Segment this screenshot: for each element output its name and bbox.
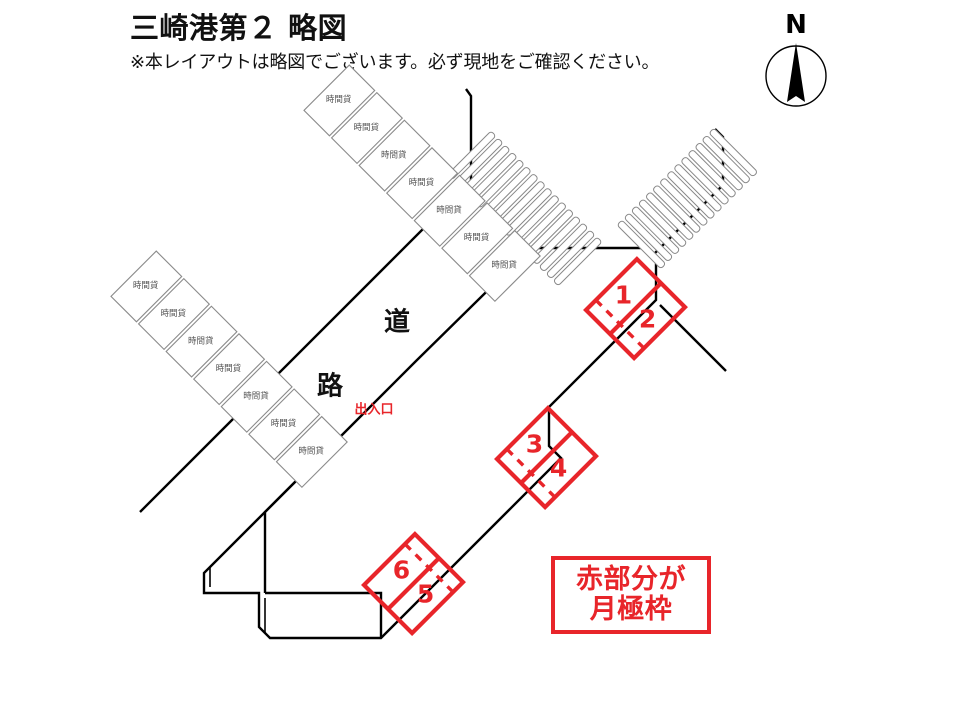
- stall: 時間貸: [248, 388, 321, 461]
- monthly-space-group-a[interactable]: 1 2: [583, 256, 688, 362]
- stall-label: 時間貸: [298, 446, 324, 457]
- stall-label: 時間貸: [381, 149, 407, 160]
- stall: 時間貸: [413, 174, 486, 247]
- road-boundary: [139, 88, 473, 513]
- stall-label: 時間貸: [353, 122, 379, 133]
- stall-label: 時間貸: [409, 177, 435, 188]
- stall: 時間貸: [330, 91, 404, 165]
- road-label-char-2: 路: [317, 371, 344, 402]
- stall-label: 時間貸: [491, 260, 517, 271]
- page-title: 三崎港第２ 略図: [130, 11, 348, 45]
- stall-label: 時間貸: [436, 205, 462, 216]
- stall: 時間貸: [110, 250, 183, 323]
- monthly-space-number: 6: [393, 556, 410, 585]
- stall-label: 時間貸: [160, 308, 186, 319]
- stall: 時間貸: [441, 202, 514, 275]
- page-note: ※本レイアウトは略図でございます。必ず現地をご確認ください。: [130, 52, 660, 74]
- stall: 時間貸: [358, 119, 431, 192]
- lot-outline: [202, 246, 658, 640]
- compass-rose: N: [762, 12, 830, 116]
- stall-label: 時間貸: [326, 94, 352, 105]
- inner-block-boundary: [263, 440, 383, 638]
- monthly-space-number: 5: [417, 580, 434, 609]
- stall: 時間貸: [385, 147, 459, 220]
- stall-label: 時間貸: [271, 418, 297, 429]
- stall: 時間貸: [303, 64, 376, 137]
- stall-label: 時間貸: [188, 335, 214, 346]
- header: 三崎港第２ 略図 ※本レイアウトは略図でございます。必ず現地をご確認ください。: [130, 11, 770, 74]
- monthly-space-group-b[interactable]: 3 4: [494, 405, 599, 511]
- legend-line-1: 赤部分が: [576, 563, 686, 595]
- monthly-space-number: 2: [639, 305, 656, 334]
- stall: 時間貸: [468, 229, 541, 303]
- stall: 時間貸: [165, 305, 238, 378]
- monthly-space-number: 1: [615, 281, 632, 310]
- road-label-char-1: 道: [384, 307, 410, 338]
- hourly-row-upper: 時間貸 時間貸 時間貸 時間貸 時間貸: [303, 64, 541, 303]
- stall-label: 時間貸: [464, 232, 490, 243]
- stall: 時間貸: [192, 333, 266, 406]
- legend-box: 赤部分が 月極枠: [551, 556, 711, 634]
- hatch-block-right: [617, 128, 757, 269]
- north-arrow-icon: [765, 43, 827, 107]
- stall: 時間貸: [220, 360, 293, 433]
- stall-label: 時間貸: [133, 280, 159, 291]
- legend-line-2: 月極枠: [589, 594, 673, 625]
- hourly-row-lower: 時間貸 時間貸 時間貸 時間貸 時間貸: [110, 250, 348, 489]
- stall: 時間貸: [137, 277, 211, 351]
- stall: 時間貸: [275, 415, 348, 489]
- stall-label: 時間貸: [243, 391, 269, 402]
- monthly-space-number: 4: [550, 454, 567, 483]
- hatch-block-left: [447, 131, 602, 286]
- monthly-space-number: 3: [526, 430, 543, 459]
- monthly-space-group-c[interactable]: 6 5: [361, 531, 466, 637]
- compass-north-label: N: [785, 10, 807, 40]
- stall-label: 時間貸: [216, 363, 242, 374]
- entrance-exit-label: 出入口: [354, 402, 393, 418]
